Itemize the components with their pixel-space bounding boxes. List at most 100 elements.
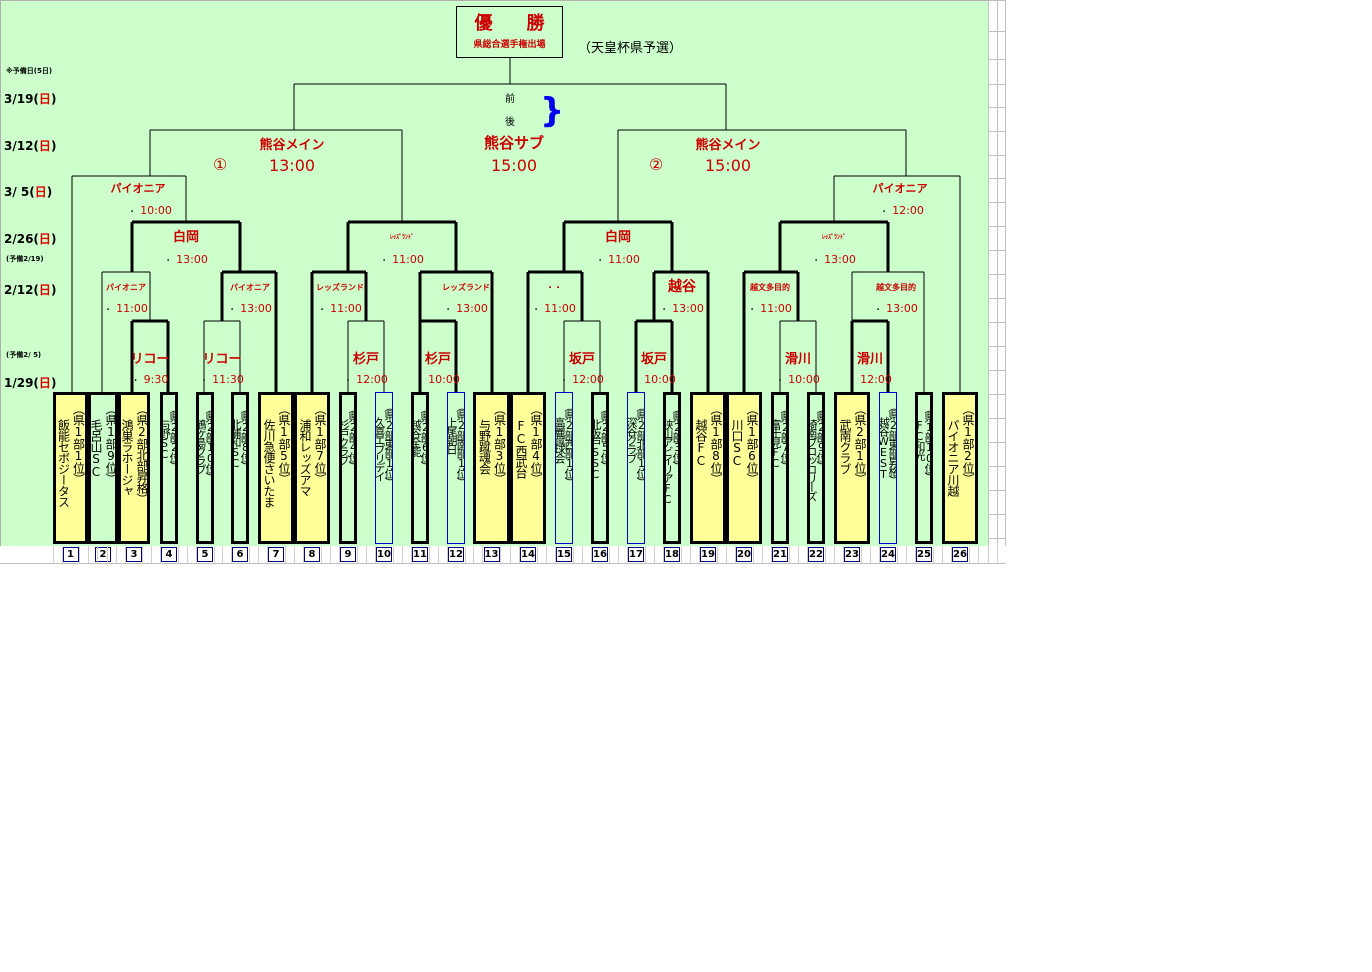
team-name: 越谷WEST: [879, 417, 890, 479]
date-close: ): [50, 139, 57, 153]
grid-line: [798, 546, 799, 563]
match-time: 11:00: [596, 253, 640, 266]
grid-line: [125, 546, 126, 563]
match-number: ②: [648, 155, 664, 174]
team-rank: （県2部東部昇格）: [887, 401, 897, 484]
team-rank: （県2部西部1位）: [563, 401, 573, 486]
team-number-row: [0, 546, 1006, 564]
team-slot[interactable]: （県1部6位）川口SC: [726, 392, 762, 544]
team-number: 18: [664, 547, 680, 562]
team-slot[interactable]: （県2部1位）武南クラブ: [834, 392, 870, 544]
team-slot[interactable]: （県1部5位）佐川急便さいたま: [258, 392, 294, 544]
grid-line: [402, 546, 403, 563]
team-rank: （県2部北部昇格）: [135, 403, 149, 504]
grid-line: [107, 546, 108, 563]
grid-line: [988, 0, 989, 562]
team-slot[interactable]: （県2部東部1位）久喜エブリデイ: [375, 392, 393, 544]
team-slot[interactable]: （県2部7位）富士見FC: [771, 392, 789, 544]
team-rank: （県1部6位）: [745, 403, 759, 484]
team-number: 13: [483, 547, 500, 562]
team-name: 久喜エブリデイ: [375, 417, 386, 480]
round-date: 1/29(日): [4, 374, 56, 391]
champion-subtitle: 県総合選手権出場: [473, 40, 546, 50]
team-rank: （県2部8位）: [239, 403, 249, 470]
grid-line: [53, 546, 54, 563]
team-number: 19: [700, 547, 716, 562]
grid-line: [465, 546, 466, 563]
team-slot[interactable]: （県1部4位）FC西武台: [510, 392, 546, 544]
grid-line: [915, 546, 916, 563]
grid-line: [303, 546, 304, 563]
grid-line: [627, 546, 628, 563]
grid-line: [447, 546, 448, 563]
team-rank: （県2部10位）: [204, 403, 214, 481]
grid-line: [473, 546, 474, 563]
round-date: 2/26(日): [4, 230, 56, 247]
quarterfinal-venue: パイオニア: [110, 182, 166, 195]
team-slot[interactable]: （県2部北部昇格）鴻巣ラホージャ: [118, 392, 150, 544]
team-slot[interactable]: （県1部2位）パイオニア川越: [942, 392, 978, 544]
team-rank: （県2部2位）: [168, 403, 178, 470]
grid-line: [762, 546, 763, 563]
team-number: 21: [772, 547, 788, 562]
grid-line: [699, 546, 700, 563]
team-slot[interactable]: （県2部南部1位）上尾朝日: [447, 392, 465, 544]
team-slot[interactable]: （県1部3位）与野蹴魂会: [473, 392, 510, 544]
grid-line: [753, 546, 754, 563]
team-rank: （県1部5位）: [277, 403, 291, 484]
grid-line: [214, 546, 215, 563]
team-slot[interactable]: （県2部東部昇格）越谷WEST: [879, 392, 897, 544]
date-note: (予備2/19): [6, 255, 44, 263]
team-rank: （県1部3位）: [492, 403, 507, 484]
team-slot[interactable]: （県2部6位）越谷全能: [411, 392, 429, 544]
semifinal-venue: 熊谷メイン: [259, 138, 325, 153]
round2-venue: レッズランド: [442, 283, 490, 292]
team-slot[interactable]: （県2部8位）北浦和SC: [231, 392, 249, 544]
grid-line: [997, 546, 998, 563]
team-name: 越谷全能: [411, 419, 422, 455]
team-slot[interactable]: （県2部北部1位）深谷クラブ: [627, 392, 645, 544]
team-slot[interactable]: （県1部1位）飯能セボジータス: [53, 392, 88, 544]
grid-line: [870, 546, 871, 563]
team-rank: （県2部5位）: [599, 403, 609, 470]
team-slot[interactable]: （県2部9位）埼南ブロッコリーズ: [807, 392, 825, 544]
team-slot[interactable]: （県2部3位）狭山アビイリアFC: [663, 392, 681, 544]
round2-venue: レッズランド: [316, 283, 364, 292]
team-rank: （県2部北部1位）: [635, 401, 645, 486]
grid-line: [951, 546, 952, 563]
team-slot[interactable]: （県1部9位）毛呂山SC: [88, 392, 118, 544]
team-slot[interactable]: （県1部8位）越谷FC: [690, 392, 726, 544]
team-slot[interactable]: （県2部西部1位）高麗蹴球会: [555, 392, 573, 544]
team-number: 1: [62, 547, 79, 562]
grid-line: [663, 546, 664, 563]
team-number: 22: [808, 547, 824, 562]
grid-line: [187, 546, 188, 563]
spreadsheet-grid: [988, 0, 1006, 562]
match-time: 11:00: [104, 302, 148, 315]
team-name: 飯能セボジータス: [56, 419, 71, 507]
match-time: 12:00: [880, 204, 924, 217]
team-rank: （県2部3位）: [671, 403, 681, 470]
grid-line: [978, 546, 979, 563]
match-time: 11:00: [532, 302, 576, 315]
date-note: (予備2/ 5): [6, 351, 42, 359]
team-slot[interactable]: （県2部10位）鶴ヶ島クラブ: [196, 392, 214, 544]
team-slot[interactable]: （県1部10位）FC和光: [915, 392, 933, 544]
team-slot[interactable]: （県1部7位）浦和レッズアマ: [294, 392, 330, 544]
team-slot[interactable]: （県2部2位）与野SC: [160, 392, 178, 544]
round-date: 3/12(日): [4, 137, 56, 154]
team-rank: （県2部4位）: [347, 403, 357, 470]
match-time: 12:00: [848, 373, 892, 386]
team-slot[interactable]: （県2部5位）北坂戸SSC: [591, 392, 609, 544]
grid-line: [582, 546, 583, 563]
team-rank: （県1部9位）: [104, 403, 118, 484]
team-name: 北浦和SC: [231, 419, 242, 468]
team-rank: （県2部9位）: [815, 403, 825, 470]
team-slot[interactable]: （県2部4位）杉戸クラブ: [339, 392, 357, 544]
grid-line: [429, 546, 430, 563]
grid-line: [546, 546, 547, 563]
round-date: 2/12(日): [4, 281, 56, 298]
team-rank: （県1部10位）: [923, 403, 933, 481]
team-number: 15: [556, 547, 572, 562]
grid-line: [222, 546, 223, 563]
